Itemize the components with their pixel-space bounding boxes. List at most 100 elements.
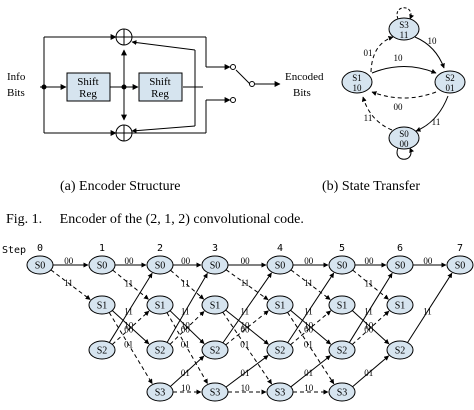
trellis-node-label: S3: [210, 388, 221, 399]
trellis-edge-s2-s1: [225, 310, 269, 346]
trellis-edge-s0-s1: [225, 269, 269, 301]
trellis-node-label: S0: [337, 261, 348, 272]
state-node-s2: [434, 70, 466, 94]
trellis-edge-label-s0-s1: 11: [181, 278, 190, 288]
reg2-feed-top: [131, 40, 196, 51]
trellis-node-s1: [201, 295, 229, 315]
step-number: 6: [397, 243, 403, 254]
trellis-edge-label-s3-s2: 01: [304, 368, 313, 378]
switch-pivot: [249, 81, 255, 87]
trellis-edge-label-s1-s2: 10: [124, 321, 134, 331]
trellis-node-label: S0: [35, 261, 46, 272]
trellis-edge-s2-s0: [222, 272, 272, 344]
trellis-edge-label-s0-s1: 11: [124, 278, 133, 288]
trellis-node-label: S2: [97, 346, 108, 357]
state-node-s0: [388, 126, 420, 150]
trellis-edge-label-s1-s2: 10: [364, 321, 374, 331]
trellis-edge-label-s0-s0: 00: [64, 256, 74, 266]
trellis-edge-label-s3-s2: 01: [181, 368, 190, 378]
input-label-line1: Info: [7, 71, 26, 83]
shift-register-2: [138, 72, 183, 102]
trellis-edge-label-s0-s0: 00: [124, 256, 134, 266]
edge-s3-to-s2: [414, 36, 445, 69]
trellis-node-s0: [386, 255, 414, 275]
trellis-node-s2: [146, 340, 174, 360]
trellis-node-s3: [266, 382, 294, 402]
trellis-node-s0: [88, 255, 116, 275]
trellis-node-s1: [328, 295, 356, 315]
state-bits-s1: 10: [353, 83, 363, 93]
edge-label-s2-to-s0: 11: [432, 117, 441, 127]
step-number: 0: [37, 243, 43, 254]
trellis-node-s2: [386, 340, 414, 360]
trellis-edge-s0-s1: [290, 269, 331, 300]
trellis-edge-label-s3-s3: 10: [181, 383, 191, 393]
trellis-edge-s2-s0: [166, 272, 208, 343]
trellis-edge-label-s1-s2: 10: [181, 321, 191, 331]
trellis-node-s2: [88, 340, 116, 360]
step-number: 1: [99, 243, 105, 254]
trellis-node-s0: [266, 255, 294, 275]
trellis-edge-label-s0-s0: 00: [241, 256, 251, 266]
trellis-node-label: S1: [275, 301, 286, 312]
trellis-edge-label-s0-s0: 00: [304, 256, 314, 266]
state-node-s1: [341, 70, 373, 94]
trellis-edge-label-s2-s0: 11: [304, 306, 313, 316]
trellis-edge-s1-s2: [351, 310, 390, 345]
trellis-edge-label-s1-s3: 01: [240, 340, 249, 350]
trellis-node-s3: [201, 382, 229, 402]
caption-state-transfer: (b) State Transfer: [322, 179, 420, 194]
step-number: 7: [457, 243, 463, 254]
trellis-edge-s0-s1: [112, 269, 149, 300]
state-id-s3: S3: [399, 20, 409, 30]
trellis-node-label: S2: [337, 346, 348, 357]
edge-s2-to-s0: [415, 95, 449, 132]
trellis-node-s1: [88, 295, 116, 315]
output-label-line1: Encoded: [285, 71, 324, 83]
switch-contact-bottom: [230, 97, 236, 103]
trellis-edge-s2-s0: [407, 272, 453, 343]
trellis-edge-label-s1-s2: 10: [304, 321, 314, 331]
encoder-structure: [40, 28, 281, 142]
trellis-node-s0: [328, 255, 356, 275]
trellis-edge-label-s2-s0: 11: [364, 306, 373, 316]
trellis-node-label: S1: [210, 301, 221, 312]
trellis-edge-label-s2-s0: 11: [240, 306, 249, 316]
trellis-node-s1: [266, 295, 294, 315]
register-1-label-line2: Reg: [79, 88, 97, 100]
trellis-node-label: S0: [210, 261, 221, 272]
trellis-edge-s3-s2: [225, 355, 269, 388]
trellis-edge-s1-s3: [222, 311, 273, 385]
trellis-edge-s2-s1: [169, 310, 205, 345]
trellis-edge-label-s2-s0: 11: [423, 306, 432, 316]
trellis-edge-label-s0-s1: 11: [364, 278, 373, 288]
trellis-edge-s1-s3: [287, 312, 335, 385]
trellis-node-label: S2: [275, 346, 286, 357]
trellis-node-s3: [328, 382, 356, 402]
trellis-edge-label-s3-s2: 01: [364, 368, 373, 378]
step-number: 3: [212, 243, 218, 254]
trellis-edge-label-s3-s2: 01: [240, 368, 249, 378]
trellis-node-label: S0: [155, 261, 166, 272]
state-id-s2: S2: [445, 73, 455, 83]
trellis-node-s3: [146, 382, 174, 402]
trellis-node-s0: [146, 255, 174, 275]
trellis-node-s2: [201, 340, 229, 360]
trellis-node-label: S2: [210, 346, 221, 357]
register-2-label-line1: Shift: [149, 76, 170, 88]
encoder-labels: Info Bits Shift Reg Shift Reg Encoded Bi…: [7, 71, 324, 100]
trellis-node-label: S3: [275, 388, 286, 399]
trellis-edge-s2-s1: [290, 310, 332, 346]
trellis-edge-s1-s2: [111, 310, 150, 345]
trellis-node-s2: [328, 340, 356, 360]
trellis-node-s0: [201, 255, 229, 275]
self-loop-s3: [396, 7, 414, 20]
figure-caption: Fig. 1. Encoder of the (2, 1, 2) convolu…: [6, 212, 304, 227]
trellis-node-label: S1: [395, 301, 406, 312]
edge-s1-to-s3: [370, 36, 394, 73]
edge-label-s1-to-s2: 10: [394, 53, 404, 63]
trellis-edge-label-s0-s0: 00: [181, 256, 191, 266]
trellis-node-label: S0: [275, 261, 286, 272]
register-1-label-line1: Shift: [77, 76, 98, 88]
